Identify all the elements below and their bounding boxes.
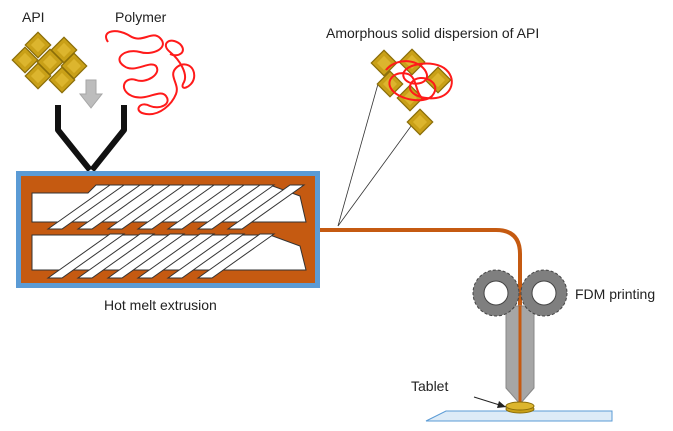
label-amorphous-solid-dispersion: Amorphous solid dispersion of API [326, 25, 540, 41]
label-api: API [22, 9, 45, 25]
label-polymer: Polymer [115, 9, 167, 25]
label-tablet: Tablet [411, 378, 449, 394]
api-crystal-icon [11, 31, 88, 94]
label-fdm-printing: FDM printing [575, 286, 656, 302]
hopper-icon [55, 105, 127, 172]
arrow-down-icon [78, 79, 104, 109]
tablet-icon [505, 401, 535, 414]
roller-icon [520, 269, 568, 317]
polymer-chain-icon [105, 30, 196, 116]
build-plate [425, 410, 613, 422]
roller-icon [472, 269, 520, 317]
label-hot-melt-extrusion: Hot melt extrusion [104, 297, 217, 313]
extruder [16, 171, 320, 288]
filament [320, 228, 522, 415]
polymer-chain-icon [385, 60, 453, 102]
asd-inset [370, 48, 453, 136]
zoom-lines [337, 83, 415, 227]
